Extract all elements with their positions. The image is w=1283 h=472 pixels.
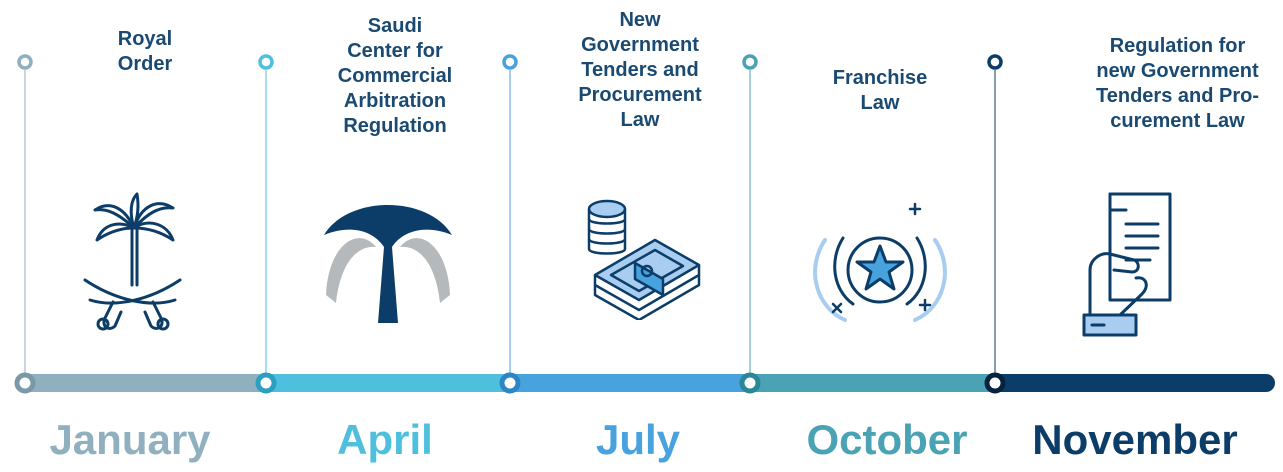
label-tenders-regulation: Regulation for new Government Tenders an… [1096, 35, 1259, 132]
node-november [984, 372, 1006, 394]
top-marker-january [17, 54, 33, 70]
month-july: July [595, 416, 681, 463]
document-in-hand-icon [1070, 190, 1190, 340]
saudi-emblem-icon [75, 190, 190, 335]
month-april: April [337, 416, 433, 463]
label-government-tenders-law: New Government Tenders and Procurement L… [578, 9, 702, 131]
node-april [255, 372, 277, 394]
arbitration-center-logo-icon [318, 195, 458, 325]
node-january [14, 372, 36, 394]
top-marker-november [987, 54, 1003, 70]
star-badge-icon [805, 200, 955, 330]
top-marker-october [742, 54, 758, 70]
label-franchise-law: Franchise Law [832, 67, 928, 114]
label-saudi-center-arbitration: Saudi Center for Commercial Arbitration … [337, 15, 453, 137]
node-july [499, 372, 521, 394]
node-october [739, 372, 761, 394]
top-marker-july [502, 54, 518, 70]
label-royal-order: Royal Order [117, 28, 173, 75]
top-marker-april [258, 54, 274, 70]
money-stack-icon [575, 195, 705, 320]
month-november: November [1032, 416, 1238, 463]
month-october: October [806, 416, 968, 463]
month-january: January [49, 416, 211, 463]
